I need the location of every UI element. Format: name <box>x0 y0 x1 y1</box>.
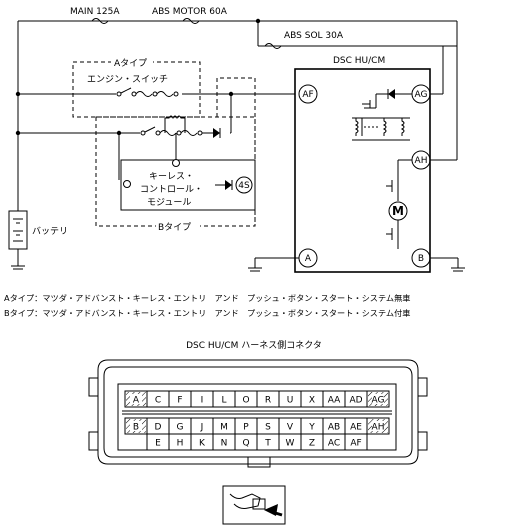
pin-label-ae: AE <box>350 423 362 433</box>
pin-label-d: D <box>155 423 162 433</box>
pin-label-n: N <box>221 439 228 449</box>
svg-text:4S: 4S <box>238 181 250 191</box>
type-b-label: Bタイプ <box>158 222 191 233</box>
pin-label-bg <box>130 421 142 431</box>
battery-label: バッテリ <box>32 226 68 237</box>
harness-side-icon <box>222 485 286 525</box>
pump-motor-circuit: M <box>386 159 412 249</box>
pin-label-i: I <box>201 396 204 406</box>
fuse-main <box>91 18 109 24</box>
relay-coil <box>164 115 186 133</box>
fuse-abs-motor-label: ABS MOTOR 60A <box>152 7 228 17</box>
pin-label-s: S <box>265 423 271 433</box>
note-type-a: Aタイプ：マツダ・アドバンスト・キーレス・エントリ アンド プッシュ・ボタン・ス… <box>4 293 411 303</box>
pin-label-a: A <box>133 396 140 406</box>
pin-label-w: W <box>286 439 295 449</box>
pin-label-h: H <box>177 439 184 449</box>
pin-label-z: Z <box>309 439 315 449</box>
solenoid-circuit <box>352 89 412 141</box>
pin-label-bg <box>130 394 142 404</box>
svg-text:M: M <box>392 204 404 218</box>
pin-label-b: B <box>133 423 139 433</box>
engine-switch-a <box>116 87 182 99</box>
type-notes: Aタイプ：マツダ・アドバンスト・キーレス・エントリ アンド プッシュ・ボタン・ス… <box>4 291 410 321</box>
svg-text:AG: AG <box>415 90 428 100</box>
dsc-unit-title: DSC HU/CM <box>333 56 385 66</box>
pin-label-aa: AA <box>328 396 341 406</box>
battery-symbol <box>8 210 28 270</box>
pin-label-v: V <box>287 423 294 433</box>
note-type-b: Bタイプ：マツダ・アドバンスト・キーレス・エントリ アンド プッシュ・ボタン・ス… <box>4 308 411 318</box>
ground-b <box>430 257 465 272</box>
pin-label-f: F <box>177 396 182 406</box>
keyless-module-box <box>120 159 256 211</box>
pin-label-g: G <box>177 423 184 433</box>
diode-4s <box>215 180 233 190</box>
pin-label-u: U <box>287 396 294 406</box>
fuse-abs-motor <box>182 18 200 24</box>
pin-label-ag: AG <box>372 396 385 406</box>
pin-label-c: C <box>155 396 161 406</box>
ground-a <box>248 257 299 272</box>
pin-label-k: K <box>199 439 206 449</box>
engine-switch-label: エンジン・スイッチ <box>87 74 168 85</box>
pin-label-o: O <box>242 396 249 406</box>
pin-cell <box>344 433 368 451</box>
dsc-unit-box <box>294 68 431 273</box>
svg-text:B: B <box>418 254 424 264</box>
connector-title: DSC HU/CM ハーネス側コネクタ <box>186 341 322 351</box>
fuse-abs-sol-label: ABS SOL 30A <box>284 31 344 41</box>
keyless-label-3: モジュール <box>147 198 191 208</box>
pin-label-j: J <box>200 423 204 433</box>
svg-text:A: A <box>305 254 312 264</box>
pin-label-bg <box>372 394 384 404</box>
pin-label-p: P <box>243 423 249 433</box>
pin-label-e: E <box>155 439 161 449</box>
pin-label-af: AF <box>350 439 361 449</box>
terminal-af <box>298 84 318 104</box>
pin-label-ad: AD <box>349 396 362 406</box>
pin-label-y: Y <box>308 423 315 433</box>
pin-label-t: T <box>264 439 271 449</box>
svg-text:AH: AH <box>415 156 428 166</box>
fuse-abs-sol <box>264 43 282 49</box>
terminal-4s <box>235 176 253 194</box>
fuse-main-label: MAIN 125A <box>70 7 120 17</box>
pin-label-m: M <box>220 423 228 433</box>
pin-label-q: Q <box>242 439 249 449</box>
type-a-label: Aタイプ <box>114 58 147 69</box>
pin-label-bg <box>372 421 384 431</box>
svg-text:AF: AF <box>302 90 313 100</box>
keyless-label-2: コントロール・ <box>140 185 203 195</box>
keyless-label-1: キーレス・ <box>149 172 194 182</box>
pin-label-x: X <box>309 396 315 406</box>
pin-label-ab: AB <box>328 423 340 433</box>
pin-label-r: R <box>265 396 271 406</box>
pin-label-ac: AC <box>328 439 340 449</box>
pin-label-ah: AH <box>372 423 385 433</box>
pin-label-l: L <box>221 396 226 406</box>
